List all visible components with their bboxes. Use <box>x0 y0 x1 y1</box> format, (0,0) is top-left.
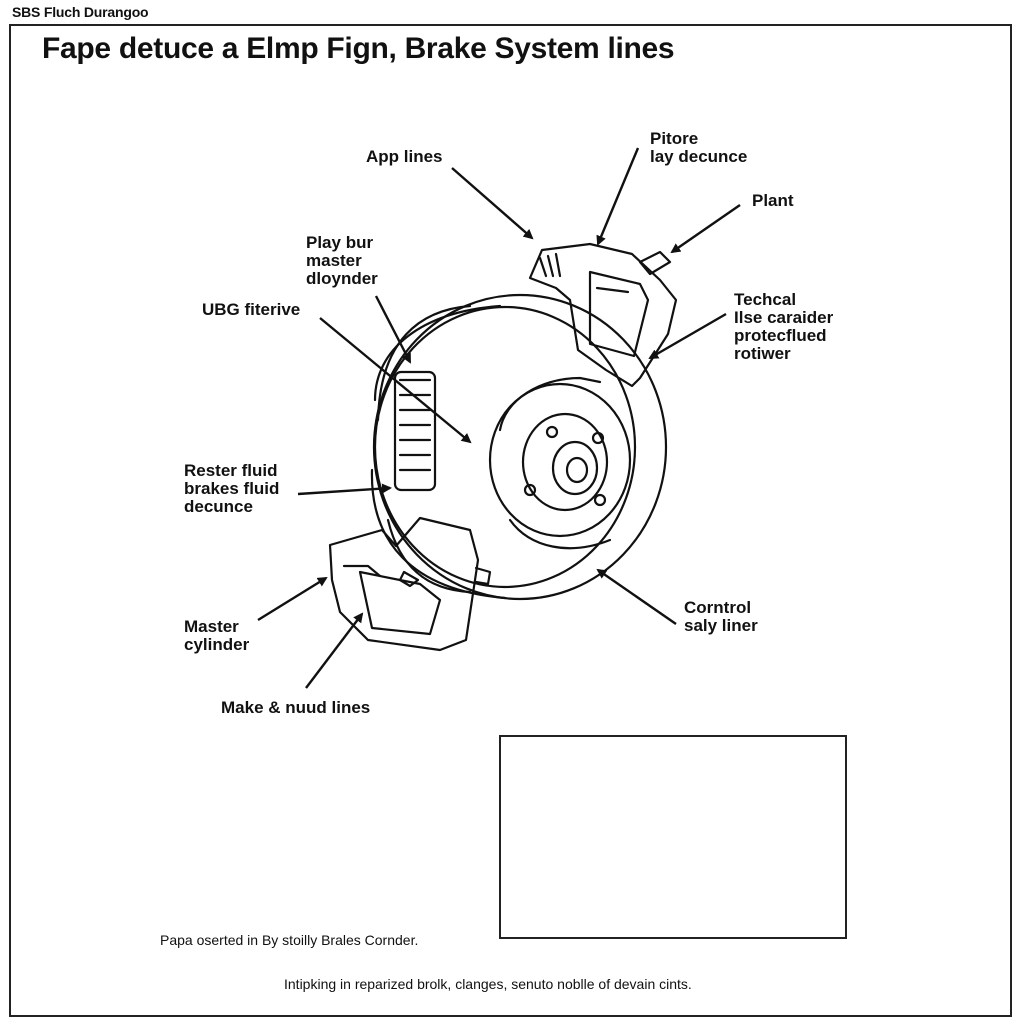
pointer-arrows <box>257 147 741 689</box>
label-app-lines: App lines <box>366 147 443 166</box>
label-play-bur: Play bur master dloynder <box>306 233 378 288</box>
caliper-upper <box>528 242 678 388</box>
diagram-frame <box>9 24 1012 1017</box>
label-control-saly-liner: Corntrol saly liner <box>684 598 758 635</box>
inset-caption: Papa oserted in By stoilly Brales Cornde… <box>160 932 419 948</box>
brake-rotor <box>370 293 668 601</box>
label-rester-fluid: Rester fluid brakes fluid decunce <box>184 461 280 516</box>
label-master-cylinder: Master cylinder <box>184 617 250 654</box>
label-make-nuud-lines: Make & nuud lines <box>221 698 371 717</box>
source-tag: SBS Fluch Durangoo <box>12 4 149 20</box>
label-plant: Plant <box>752 191 794 210</box>
label-techcal: Techcal Ilse caraider protecflued rotiwe… <box>734 290 834 363</box>
label-pitore: Pitore lay decunce <box>650 129 748 166</box>
page-title: Fape detuce a Elmp Fign, Brake System li… <box>42 32 675 65</box>
footer-note: Intipking in reparized brolk, clanges, s… <box>284 976 692 992</box>
label-ubg: UBG fiterive <box>202 300 301 319</box>
wheel-hub <box>488 376 632 550</box>
inset-box <box>499 735 847 939</box>
master-cylinder-bracket <box>328 516 492 652</box>
